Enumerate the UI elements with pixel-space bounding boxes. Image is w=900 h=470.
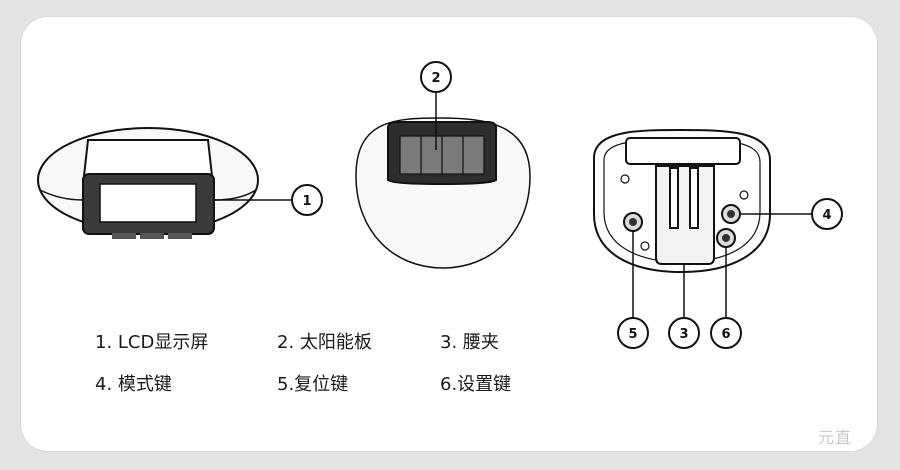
screw <box>620 174 630 184</box>
lcd-screen <box>99 183 197 223</box>
watermark: 元直 <box>818 428 853 447</box>
belt-clip <box>655 165 715 265</box>
legend-item-reset: 5.复位键 <box>277 374 349 395</box>
mode-button-core <box>727 210 735 218</box>
callout-5: 5 <box>617 317 649 349</box>
clip-slot <box>689 167 699 229</box>
legend-item-set: 6.设置键 <box>440 374 512 395</box>
callout-3: 3 <box>668 317 700 349</box>
device-wing-left <box>39 189 84 201</box>
callout-label-2: 2 <box>431 71 440 86</box>
screw <box>739 190 749 200</box>
legend-item-solar: 2. 太阳能板 <box>277 332 372 353</box>
callout-label-1: 1 <box>302 194 311 209</box>
device-foot <box>112 233 136 239</box>
legend-item-mode: 4. 模式键 <box>95 374 172 395</box>
legend-item-clip: 3. 腰夹 <box>440 332 499 353</box>
device-top-view <box>355 92 531 269</box>
device-back-view <box>593 128 812 318</box>
device-foot <box>168 233 192 239</box>
clip-top-cap <box>625 137 741 165</box>
callout-4: 4 <box>811 198 843 230</box>
legend-item-lcd: 1. LCD显示屏 <box>95 332 209 353</box>
callout-label-6: 6 <box>721 327 730 342</box>
set-button-core <box>722 234 730 242</box>
clip-slot <box>669 167 679 229</box>
reset-button-core <box>629 218 637 226</box>
device-front-view <box>37 127 292 239</box>
callout-label-5: 5 <box>628 327 637 342</box>
callout-label-4: 4 <box>822 208 831 223</box>
callout-label-3: 3 <box>679 327 688 342</box>
callout-2: 2 <box>420 61 452 93</box>
device-foot <box>140 233 164 239</box>
callout-1: 1 <box>291 184 323 216</box>
screw <box>640 241 650 251</box>
device-top-band <box>82 139 214 177</box>
callout-6: 6 <box>710 317 742 349</box>
